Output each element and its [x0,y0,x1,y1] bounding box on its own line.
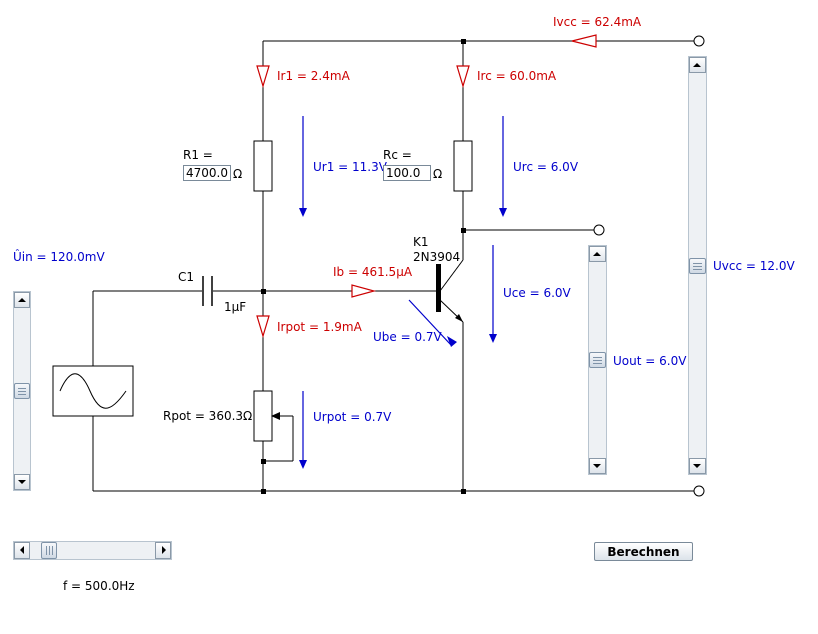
ur1-label: Ur1 = 11.3V [313,160,388,174]
irpot-label: Irpot = 1.9mA [277,320,363,334]
ir1-label: Ir1 = 2.4mA [277,69,351,83]
r1-label: R1 = [183,148,213,162]
uvcc-slider-thumb[interactable] [689,257,706,274]
uvcc-slider-down-button[interactable] [689,458,706,474]
uin-slider-up-button[interactable] [14,292,30,308]
current-arrows [256,34,597,339]
ib-label: Ib = 461.5µA [333,265,413,279]
uin-slider[interactable] [13,291,31,491]
frequency-slider-right-button[interactable] [155,542,171,559]
rpot-label: Rpot = 360.3Ω [163,409,252,423]
uvcc-label: Uvcc = 12.0V [713,259,795,273]
uin-label: Ûin = 120.0mV [13,249,105,264]
uout-slider-down-button[interactable] [589,458,606,474]
terminals [593,35,705,497]
urpot-label: Urpot = 0.7V [313,410,392,424]
arrow-down-icon [693,464,701,468]
r1-input[interactable] [183,165,231,181]
irc-label: Irc = 60.0mA [477,69,557,83]
uin-slider-down-button[interactable] [14,474,30,490]
r1-unit: Ω [233,167,242,181]
cap-value-label: 1µF [224,300,246,314]
k1-label: K1 [413,235,429,249]
capacitor-c1 [202,276,213,306]
transistor-k1 [436,264,441,312]
ivcc-label: Ivcc = 62.4mA [553,15,642,29]
urc-label: Urc = 6.0V [513,160,579,174]
arrow-down-icon [593,464,601,468]
uout-slider-up-button[interactable] [589,246,606,262]
calculate-button[interactable]: Berechnen [594,542,693,561]
potentiometer-rpot [253,390,273,442]
voltage-arrowheads [299,208,507,469]
frequency-label: f = 500.0Hz [63,579,135,593]
frequency-slider-left-button[interactable] [14,542,30,559]
uce-label: Uce = 6.0V [503,286,572,300]
ube-label: Ube = 0.7V [373,330,443,344]
uvcc-slider-up-button[interactable] [689,57,706,73]
rc-unit: Ω [433,167,442,181]
resistor-rc [453,140,473,192]
arrow-left-icon [20,546,24,554]
arrow-down-icon [18,480,26,484]
arrow-up-icon [693,63,701,67]
voltage-arrows [302,116,504,464]
frequency-slider-thumb[interactable] [40,542,57,559]
uout-label: Uout = 6.0V [613,354,687,368]
frequency-slider[interactable] [13,541,172,560]
arrow-right-icon [162,546,166,554]
resistor-r1 [253,140,273,192]
uin-slider-thumb[interactable] [14,383,30,399]
uvcc-slider[interactable] [688,56,707,475]
uout-slider-thumb[interactable] [589,352,606,368]
rc-label: Rc = [383,148,412,162]
c1-label: C1 [178,270,194,284]
junction-dots [261,39,466,494]
arrow-up-icon [593,252,601,256]
rc-input[interactable] [383,165,431,181]
ac-source [52,365,134,417]
transistor-type-label: 2N3904 [413,250,460,264]
uout-slider[interactable] [588,245,607,475]
arrow-up-icon [18,298,26,302]
